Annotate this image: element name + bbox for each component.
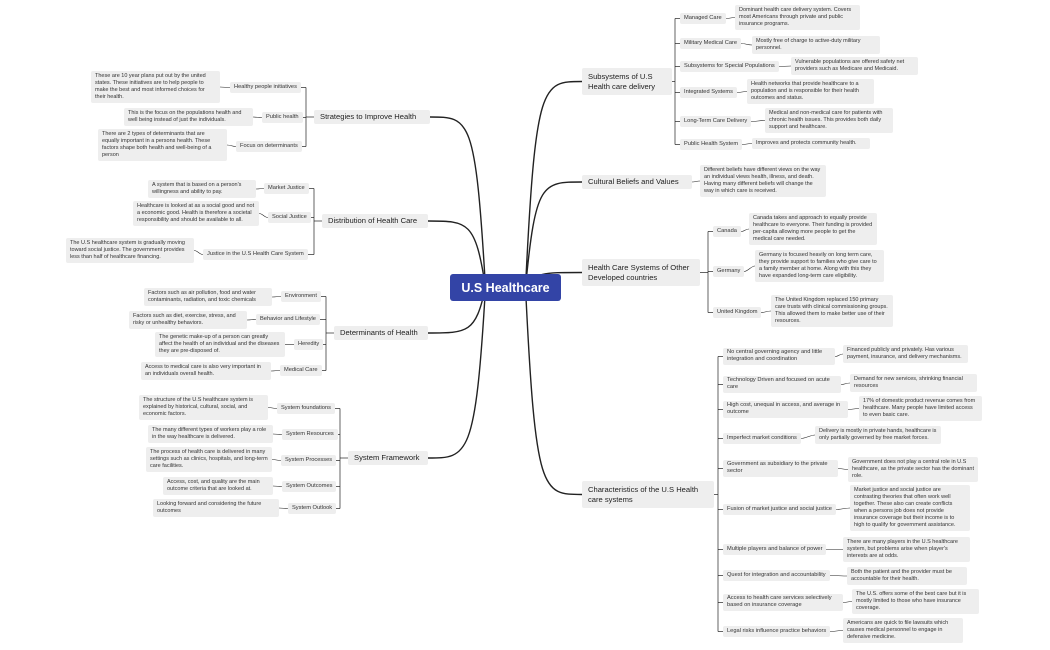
leaf-access-insurance: The U.S. offers some of the best care bu… xyxy=(852,589,979,615)
leaf-public-health-system: Improves and protects community health. xyxy=(752,138,870,150)
subtopic-medical-care[interactable]: Medical Care xyxy=(280,365,322,376)
subtopic-integrated-systems[interactable]: Integrated Systems xyxy=(680,87,737,98)
topic-determinants[interactable]: Determinants of Health xyxy=(334,326,428,340)
leaf-system-resources: The many different types of workers play… xyxy=(148,425,273,444)
leaf-system-outlook: Looking forward and considering the futu… xyxy=(153,499,279,518)
leaf-high-cost: 17% of domestic product revenue comes fr… xyxy=(859,396,982,422)
subtopic-social-justice[interactable]: Social Justice xyxy=(268,212,311,223)
leaf-environment: Factors such as air pollution, food and … xyxy=(144,288,272,307)
leaf-military-medical-care: Mostly free of charge to active-duty mil… xyxy=(752,36,880,55)
subtopic-united-kingdom[interactable]: United Kingdom xyxy=(713,307,762,318)
leaf-public-health: This is the focus on the populations hea… xyxy=(124,108,253,127)
leaf-cultural-beliefs: Different beliefs have different views o… xyxy=(700,165,826,198)
leaf-integrated-systems: Health networks that provide healthcare … xyxy=(747,79,874,105)
leaf-heredity: The genetic make-up of a person can grea… xyxy=(155,332,285,358)
topic-subsystems[interactable]: Subsystems of U.S Health care delivery xyxy=(582,68,672,95)
subtopic-no-central-agency[interactable]: No central governing agency and little i… xyxy=(723,348,835,365)
leaf-medical-care: Access to medical care is also very impo… xyxy=(141,362,271,381)
subtopic-high-cost[interactable]: High cost, unequal in access, and averag… xyxy=(723,401,848,418)
leaf-no-central-agency: Financed publicly and privately. Has var… xyxy=(843,345,968,364)
topic-distribution[interactable]: Distribution of Health Care xyxy=(322,214,428,228)
leaf-system-processes: The process of health care is delivered … xyxy=(146,447,272,473)
subtopic-public-health-system[interactable]: Public Health System xyxy=(680,139,743,150)
leaf-integration-accountability: Both the patient and the provider must b… xyxy=(847,567,967,586)
leaf-focus-determinants: There are 2 types of determinants that a… xyxy=(98,129,227,162)
leaf-healthy-people: These are 10 year plans put out by the u… xyxy=(91,71,220,104)
leaf-market-justice: A system that is based on a person's wil… xyxy=(148,180,256,199)
leaf-behavior-lifestyle: Factors such as diet, exercise, stress, … xyxy=(129,311,247,330)
leaf-government-subsidiary: Government does not play a central role … xyxy=(848,457,978,483)
leaf-canada: Canada takes and approach to equally pro… xyxy=(749,213,877,246)
leaf-system-foundations: The structure of the U.S healthcare syst… xyxy=(139,395,268,421)
topic-strategies[interactable]: Strategies to Improve Health xyxy=(314,110,430,124)
subtopic-long-term-care[interactable]: Long-Term Care Delivery xyxy=(680,116,752,127)
topic-cultural-beliefs[interactable]: Cultural Beliefs and Values xyxy=(582,175,692,189)
subtopic-public-health[interactable]: Public health xyxy=(262,112,303,123)
leaf-imperfect-market: Delivery is mostly in private hands, hea… xyxy=(815,426,941,445)
leaf-managed-care: Dominant health care delivery system. Co… xyxy=(735,5,860,31)
subtopic-healthy-people[interactable]: Healthy people initiatives xyxy=(230,82,301,93)
subtopic-system-outcomes[interactable]: System Outcomes xyxy=(282,481,337,492)
subtopic-military-medical-care[interactable]: Military Medical Care xyxy=(680,38,742,49)
subtopic-system-processes[interactable]: System Processes xyxy=(281,455,337,466)
leaf-legal-risks: Americans are quick to file lawsuits whi… xyxy=(843,618,963,644)
leaf-special-populations: Vulnerable populations are offered safet… xyxy=(791,57,918,76)
leaf-long-term-care: Medical and non-medical care for patient… xyxy=(765,108,893,134)
topic-characteristics[interactable]: Characteristics of the U.S Health care s… xyxy=(582,481,714,508)
subtopic-managed-care[interactable]: Managed Care xyxy=(680,13,726,24)
topic-system-framework[interactable]: System Framework xyxy=(348,451,428,465)
subtopic-technology-driven[interactable]: Technology Driven and focused on acute c… xyxy=(723,376,841,393)
leaf-germany: Germany is focused heavily on long term … xyxy=(755,250,884,283)
leaf-fusion-of-justice: Market justice and social justice are co… xyxy=(850,485,970,532)
subtopic-fusion-of-justice[interactable]: Fusion of market justice and social just… xyxy=(723,504,836,515)
leaf-social-justice: Healthcare is looked at as a social good… xyxy=(133,201,259,227)
subtopic-market-justice[interactable]: Market Justice xyxy=(264,183,309,194)
subtopic-system-outlook[interactable]: System Outlook xyxy=(288,503,337,514)
subtopic-legal-risks[interactable]: Legal risks influence practice behaviors xyxy=(723,626,831,637)
leaf-united-kingdom: The United Kingdom replaced 150 primary … xyxy=(771,295,893,328)
central-topic[interactable]: U.S Healthcare xyxy=(450,274,561,301)
subtopic-government-subsidiary[interactable]: Government as subsidiary to the private … xyxy=(723,460,838,477)
subtopic-multiple-players[interactable]: Multiple players and balance of power xyxy=(723,544,827,555)
subtopic-environment[interactable]: Environment xyxy=(281,291,321,302)
subtopic-justice-us[interactable]: Justice in the U.S Health Care System xyxy=(203,249,308,260)
topic-other-countries[interactable]: Health Care Systems of Other Developed c… xyxy=(582,259,700,286)
leaf-justice-us: The U.S healthcare system is gradually m… xyxy=(66,238,194,264)
subtopic-system-resources[interactable]: System Resources xyxy=(282,429,338,440)
subtopic-special-populations[interactable]: Subsystems for Special Populations xyxy=(680,61,779,72)
subtopic-integration-accountability[interactable]: Quest for integration and accountability xyxy=(723,570,830,581)
subtopic-behavior-lifestyle[interactable]: Behavior and Lifestyle xyxy=(256,314,320,325)
leaf-technology-driven: Demand for new services, shrinking finan… xyxy=(850,374,977,393)
subtopic-canada[interactable]: Canada xyxy=(713,226,741,237)
subtopic-imperfect-market[interactable]: Imperfect market conditions xyxy=(723,433,801,444)
leaf-multiple-players: There are many players in the U.S health… xyxy=(843,537,970,563)
subtopic-system-foundations[interactable]: System foundations xyxy=(277,403,335,414)
subtopic-germany[interactable]: Germany xyxy=(713,266,745,277)
subtopic-focus-determinants[interactable]: Focus on determinants xyxy=(236,141,302,152)
leaf-system-outcomes: Access, cost, and quality are the main o… xyxy=(163,477,273,496)
subtopic-access-insurance[interactable]: Access to health care services selective… xyxy=(723,594,843,611)
subtopic-heredity[interactable]: Heredity xyxy=(294,339,324,350)
